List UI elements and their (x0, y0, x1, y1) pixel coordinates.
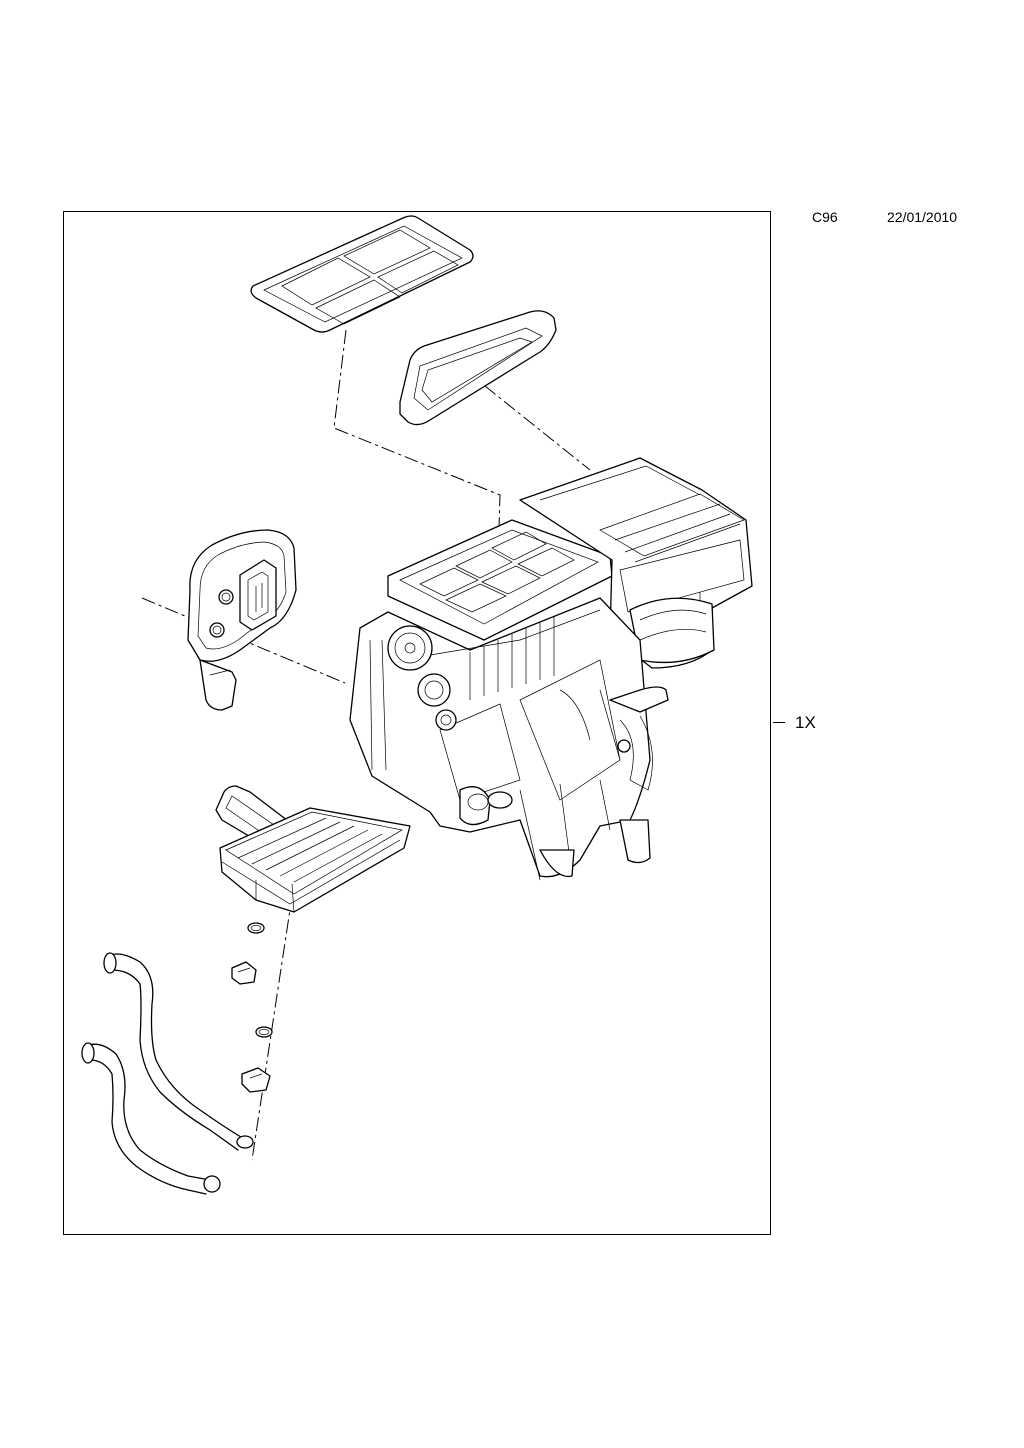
callout-leader (773, 722, 785, 723)
pipe-clip-upper (231, 961, 257, 985)
diagram-date: 22/01/2010 (887, 209, 958, 225)
upper-seal-gasket (250, 215, 474, 333)
hvac-housing-assembly (349, 457, 753, 881)
o-ring-upper (247, 922, 265, 934)
side-cover-plate (187, 529, 297, 711)
coolant-pipes (81, 952, 254, 1195)
heater-core (219, 807, 411, 913)
lower-seal-ring (399, 310, 557, 426)
diagram-frame (63, 211, 771, 1235)
o-ring-lower (255, 1026, 273, 1038)
pipe-clip-lower (241, 1067, 271, 1093)
diagram-code: C96 (812, 209, 838, 225)
quantity-callout: 1X (795, 713, 816, 732)
